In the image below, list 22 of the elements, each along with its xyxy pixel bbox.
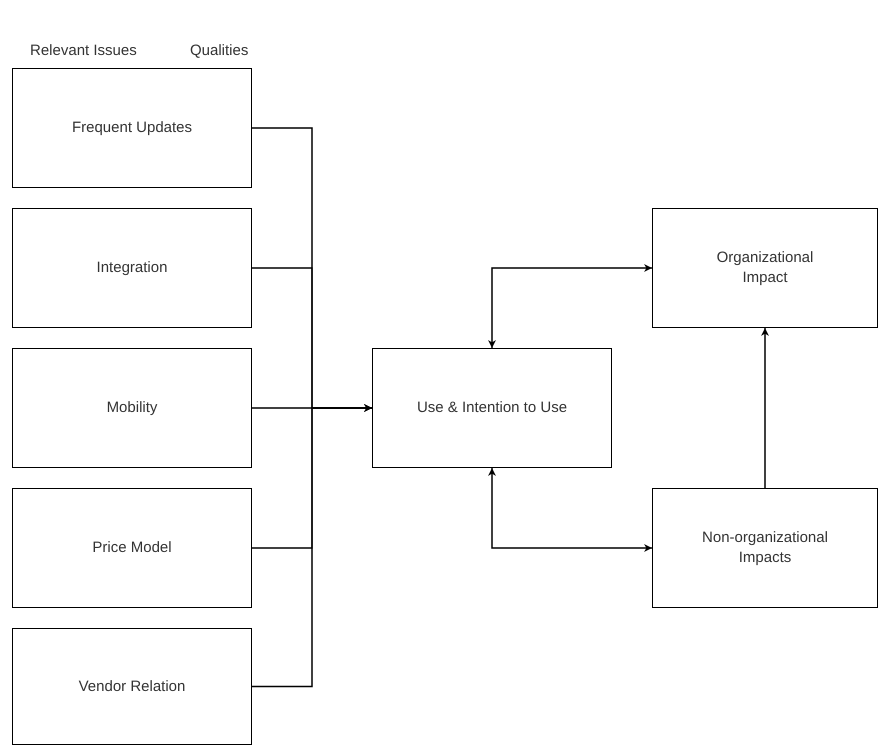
process-box [12,488,252,608]
box-label: Organizational Impact [716,248,814,288]
box-label: Vendor Relation [78,676,186,696]
box-label: Integration [96,258,168,278]
process-box [12,68,252,188]
box-label: Mobility [106,398,158,418]
process-box [12,628,252,745]
arrow [252,404,372,688]
column-heading: Qualities [190,42,248,59]
box-label: Non-organizational Impacts [701,528,829,568]
column-heading: Relevant Issues [30,42,137,59]
arrow [761,328,769,488]
arrow [488,468,652,552]
box-label: Price Model [92,538,172,558]
process-box [372,348,612,468]
arrow [488,264,652,348]
process-box [12,208,252,328]
process-box [652,208,878,328]
box-label: Frequent Updates [72,118,192,138]
process-box [652,488,878,608]
process-box [12,348,252,468]
box-label: Use & Intention to Use [416,398,568,418]
